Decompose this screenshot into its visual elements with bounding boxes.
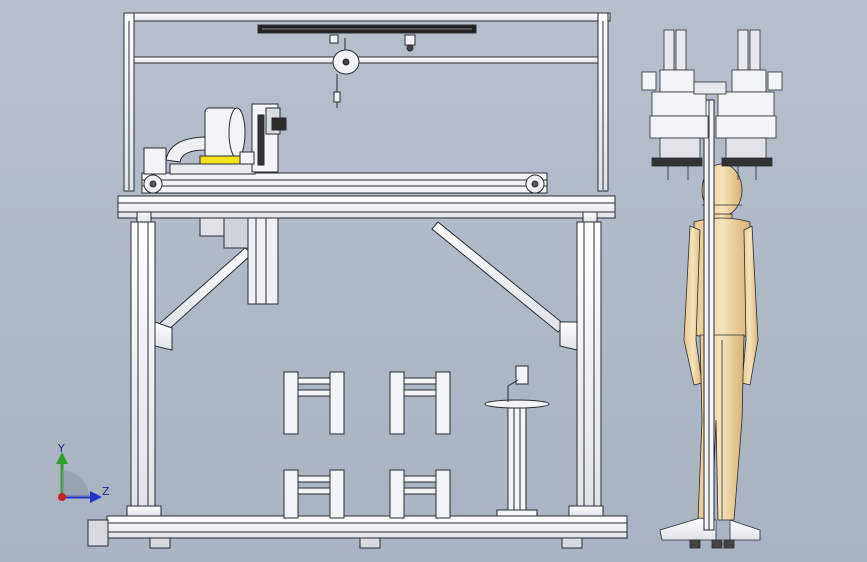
- vertical-axis-column: [199, 217, 279, 305]
- main-frame: [106, 195, 628, 539]
- spring-balancer: [329, 34, 416, 108]
- support-column: [703, 99, 715, 531]
- seat-bracket-upper-left: [283, 371, 345, 435]
- gantry-mid-rail: [133, 56, 603, 64]
- coordinate-triad: [56, 452, 102, 503]
- left-post: [130, 221, 156, 511]
- gripper-left: [641, 29, 709, 180]
- leveling-feet: [87, 519, 583, 549]
- x-axis-dot: [58, 493, 66, 501]
- top-gantry-frame: [123, 12, 611, 192]
- linear-rail: [141, 172, 548, 194]
- base-beam: [106, 515, 628, 539]
- dual-gripper-head: [641, 29, 783, 180]
- seat-bracket-lower-right: [389, 469, 451, 519]
- pedestal-stand: [484, 365, 550, 517]
- z-axis-label: Z: [102, 485, 110, 498]
- seat-bracket-lower-left: [283, 469, 345, 519]
- mannequin-torso: [693, 217, 751, 341]
- right-diagonal-brace: [431, 221, 566, 333]
- left-diagonal-brace: [157, 247, 253, 333]
- gripper-right: [715, 29, 783, 180]
- seat-bracket-group: [283, 371, 451, 519]
- top-crossbeam: [117, 195, 616, 219]
- seat-bracket-upper-right: [389, 371, 451, 435]
- linear-axis-assembly: [141, 103, 548, 194]
- y-axis-label: Y: [58, 442, 65, 455]
- gantry-top-beam: [123, 12, 611, 22]
- cup: [515, 365, 529, 385]
- right-post: [576, 221, 602, 511]
